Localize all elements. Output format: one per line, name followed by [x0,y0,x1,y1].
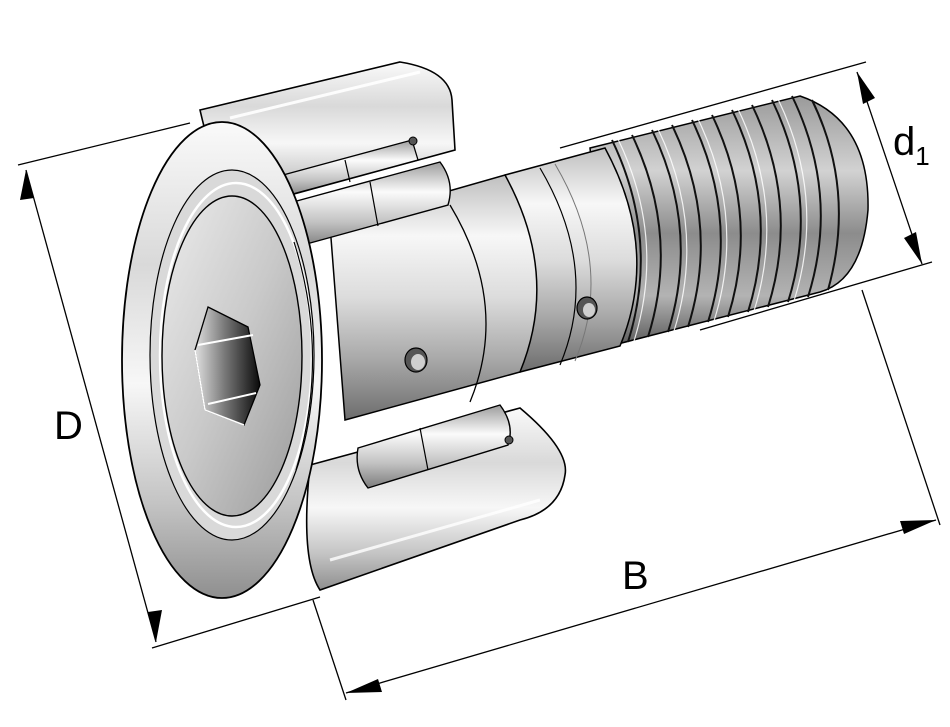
dimension-label-d1-subscript: 1 [915,141,930,171]
dimension-label-B: B [622,554,649,598]
hexagon-socket-icon [194,306,261,426]
thread-grooves [611,95,840,343]
dimension-D [17,122,321,649]
needle-rollers-bottom [356,404,514,489]
dimension-label-D: D [54,404,83,448]
dimension-label-d1: d1 [893,122,930,169]
threaded-stud [589,95,869,347]
dimension-d1 [559,61,933,331]
dimension-B [312,289,941,701]
dimension-label-d1-base: d [893,120,916,164]
inner-raceway [329,174,538,421]
lube-hole-shank [576,296,598,320]
stud-shank [504,147,638,373]
lube-hole-raceway [404,347,428,373]
